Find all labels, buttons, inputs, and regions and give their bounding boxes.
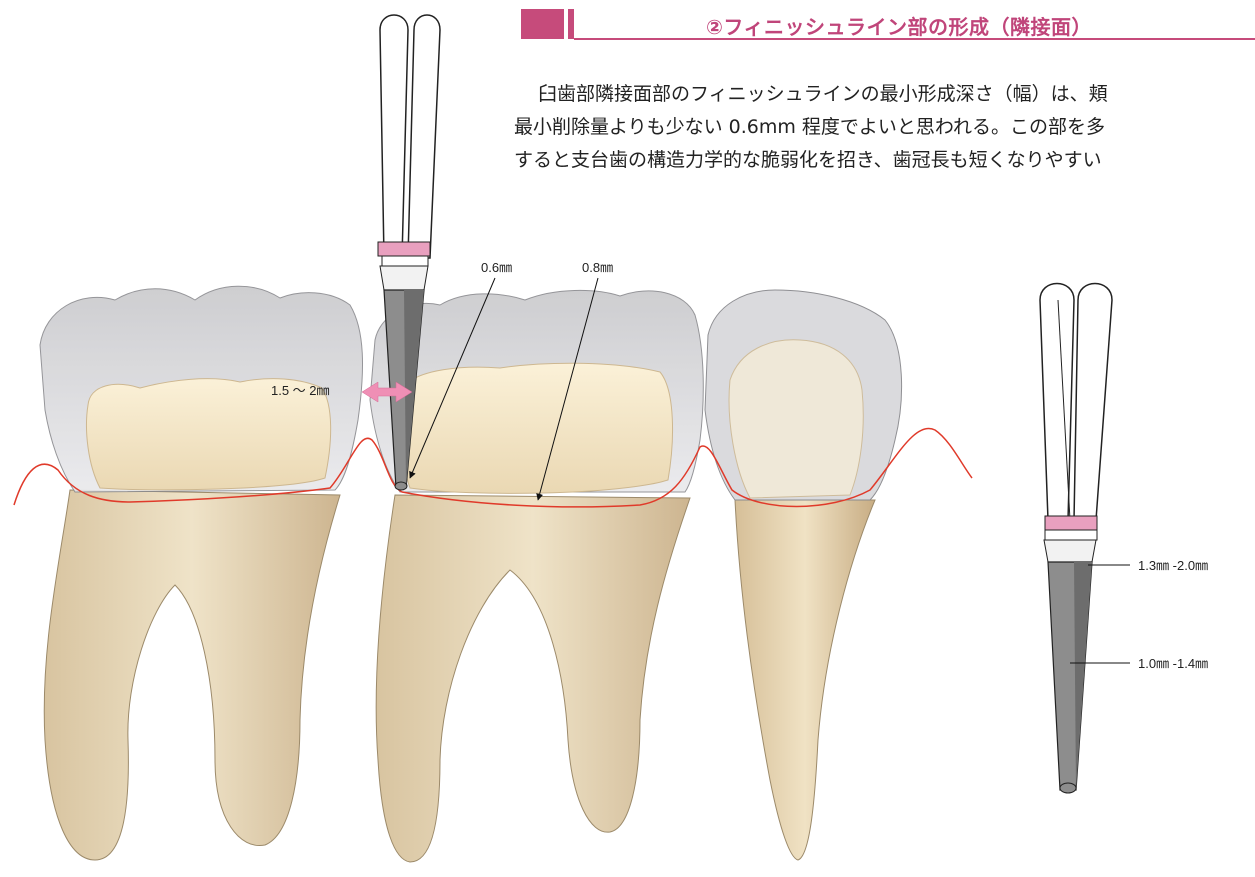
bur-band	[378, 242, 430, 256]
gap-label: 1.5 ～ 2㎜	[271, 383, 330, 398]
molar-center-core	[401, 363, 673, 493]
molar-center	[370, 290, 703, 862]
premolar	[705, 290, 902, 860]
reference-bur	[1040, 284, 1112, 794]
depth-label-0-8: 0.8㎜	[582, 260, 613, 275]
bur-lower-label: 1.0㎜ -1.4㎜	[1138, 656, 1208, 671]
depth-label-0-6: 0.6㎜	[481, 260, 512, 275]
bur-upper-label: 1.3㎜ -2.0㎜	[1138, 558, 1208, 573]
reference-bur-band	[1045, 516, 1097, 530]
premolar-core	[729, 340, 863, 498]
premolar-root	[735, 500, 875, 860]
molar-center-roots	[376, 495, 690, 862]
molar-left-roots	[44, 490, 340, 860]
molar-left	[40, 286, 363, 860]
